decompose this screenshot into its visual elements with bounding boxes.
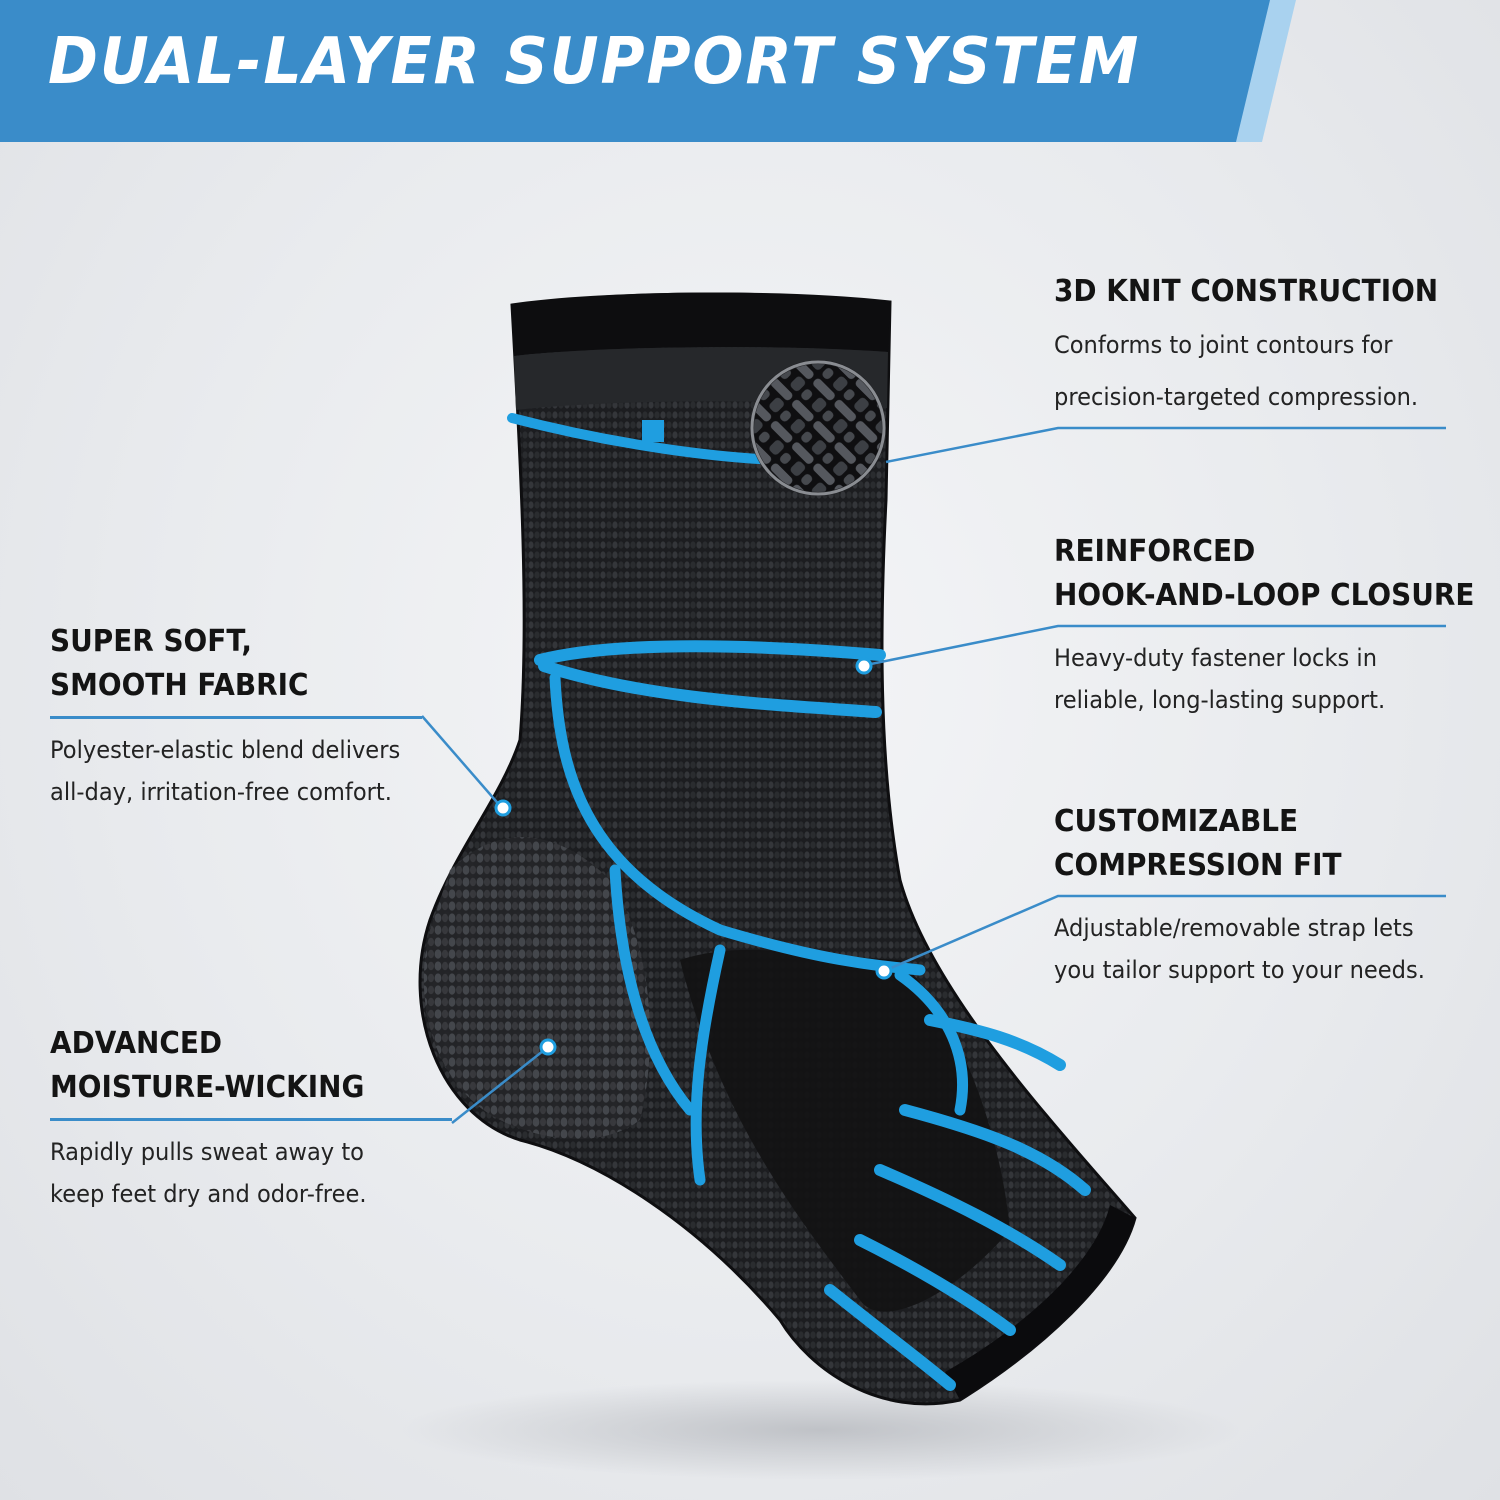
feature-divider [50,716,422,719]
anchor-dot-moisture [539,1038,557,1056]
feature-hook-and-loop: REINFORCED HOOK-AND-LOOP CLOSURE Heavy-d… [1054,530,1484,721]
feature-title-line: CUSTOMIZABLE [1054,804,1299,839]
diagonal-strap-edge [549,672,926,976]
feature-description-line: Adjustable/removable strap lets [1054,914,1414,942]
feature-title-line: SMOOTH FABRIC [50,668,309,703]
compression-strap [680,949,1010,1312]
leader-line-compression [883,894,1446,973]
strap-left-edge [690,944,726,1186]
feature-title-line: ADVANCED [50,1026,223,1061]
top-tab-mark [642,420,664,442]
feature-title-line: SUPER SOFT, [50,624,252,659]
feature-description-line: keep feet dry and odor-free. [50,1180,367,1208]
feature-3d-knit: 3D KNIT CONSTRUCTION Conforms to joint c… [1054,270,1474,418]
upper-ring-stripe [507,413,785,465]
feature-description-line: you tailor support to your needs. [1054,956,1425,984]
forefoot-stripe-3 [874,1164,1066,1271]
feature-description-line: all-day, irritation-free comfort. [50,778,392,806]
banner-title: DUAL-LAYER SUPPORT SYSTEM [48,25,1141,99]
heel-knit-zone [423,837,650,1139]
feature-description-line: Polyester-elastic blend delivers [50,736,401,764]
feature-description-line: Conforms to joint contours for [1054,331,1393,359]
feature-title-line: 3D KNIT CONSTRUCTION [1054,274,1439,309]
strap-right-edge [894,969,968,1116]
anchor-dot-closure [855,657,873,675]
anchor-dot-compression [875,962,893,980]
feature-title-line: HOOK-AND-LOOP CLOSURE [1054,578,1475,613]
anchor-dot-soft [494,799,512,817]
feature-title-line: REINFORCED [1054,534,1256,569]
feature-description-line: reliable, long-lasting support. [1054,686,1386,714]
top-cuff [512,292,890,356]
feature-soft-fabric: SUPER SOFT, SMOOTH FABRIC Polyester-elas… [50,620,430,813]
feature-divider [50,1118,452,1121]
toe-opening-band [945,1205,1135,1400]
leader-line-closure [865,624,1446,667]
feature-title-line: COMPRESSION FIT [1054,848,1342,883]
forefoot-stripe-1 [924,1014,1066,1071]
leader-line-soft [421,715,503,809]
banner-background [0,0,1270,142]
feature-description-line: precision-targeted compression. [1054,383,1419,411]
forefoot-stripe-4 [854,1234,1016,1336]
mid-ring-stripe [534,640,886,718]
feature-title-line: MOISTURE-WICKING [50,1070,365,1105]
feature-compression-fit: CUSTOMIZABLE COMPRESSION FIT Adjustable/… [1054,800,1484,991]
leader-line-knit [885,426,1446,464]
banner-accent-stripe [1232,0,1296,142]
forefoot-stripe-5 [824,1284,956,1391]
inner-curve-stripe [609,864,696,1116]
feature-moisture-wicking: ADVANCED MOISTURE-WICKING Rapidly pulls … [50,1022,452,1215]
feature-description-line: Rapidly pulls sweat away to [50,1138,364,1166]
feature-description-line: Heavy-duty fastener locks in [1054,644,1378,672]
leader-line-moisture [451,1046,549,1124]
forefoot-stripe-2 [899,1104,1091,1196]
floor-shadow [400,1380,1240,1480]
